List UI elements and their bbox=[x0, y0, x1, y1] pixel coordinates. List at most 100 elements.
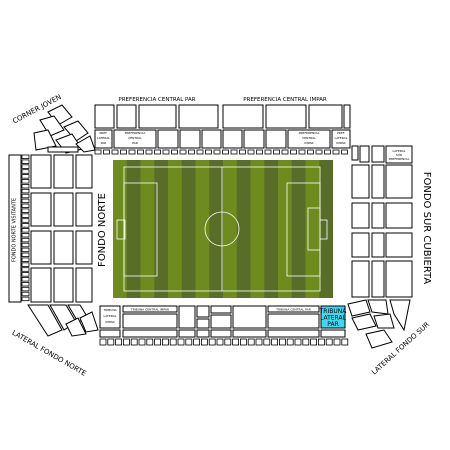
seat-block[interactable] bbox=[193, 338, 201, 346]
section-fondo-sur-b2[interactable] bbox=[371, 202, 385, 229]
seat-block[interactable] bbox=[21, 198, 30, 204]
seat-block[interactable] bbox=[196, 149, 204, 155]
section-pref-lateral-impar[interactable] bbox=[331, 129, 351, 149]
seat-block[interactable] bbox=[171, 149, 178, 155]
seat-block[interactable] bbox=[310, 338, 318, 346]
section-fondo-norte-c4[interactable] bbox=[75, 267, 93, 303]
seat-block[interactable] bbox=[21, 208, 30, 213]
seat-block[interactable] bbox=[298, 149, 306, 155]
section-corner-joven-7[interactable] bbox=[47, 146, 79, 153]
section-fondo-norte-b1[interactable] bbox=[53, 154, 74, 189]
section-fondo-sur-a1[interactable] bbox=[351, 164, 370, 199]
seat-block[interactable] bbox=[145, 149, 153, 155]
section-fondo-norte-visitante[interactable] bbox=[8, 154, 22, 303]
seat-block[interactable] bbox=[21, 154, 30, 159]
section-lateral-fondo-norte-1[interactable] bbox=[27, 304, 63, 337]
seat-block[interactable] bbox=[21, 286, 30, 292]
seat-block[interactable] bbox=[290, 149, 297, 155]
seat-block[interactable] bbox=[21, 228, 30, 233]
seat-block[interactable] bbox=[216, 338, 224, 346]
seat-block[interactable] bbox=[179, 149, 187, 155]
seat-block[interactable] bbox=[169, 338, 177, 346]
seat-block[interactable] bbox=[21, 262, 30, 267]
section-tribuna-row2-1[interactable] bbox=[99, 329, 121, 338]
seat-block[interactable] bbox=[341, 338, 349, 346]
section-lateral-fondo-sur-4[interactable] bbox=[373, 313, 395, 329]
section-pref-upper-5[interactable] bbox=[222, 104, 264, 129]
seat-block[interactable] bbox=[294, 338, 302, 346]
section-tribuna-row2-2[interactable] bbox=[122, 329, 178, 338]
seat-block[interactable] bbox=[21, 164, 30, 169]
seat-block[interactable] bbox=[188, 149, 195, 155]
seat-block[interactable] bbox=[200, 338, 208, 346]
section-pref-central-e[interactable] bbox=[243, 129, 265, 149]
section-fondo-sur-top-3[interactable] bbox=[371, 145, 385, 163]
section-fondo-sur-c4[interactable] bbox=[385, 260, 413, 298]
section-pref-upper-3[interactable] bbox=[138, 104, 177, 129]
section-pref-central-par[interactable] bbox=[113, 129, 157, 149]
section-tribuna-row2-6[interactable] bbox=[232, 329, 267, 338]
section-fondo-sur-b1[interactable] bbox=[371, 164, 385, 199]
seat-block[interactable] bbox=[341, 149, 348, 155]
section-corner-joven-6[interactable] bbox=[75, 135, 96, 153]
seat-block[interactable] bbox=[21, 223, 30, 228]
seat-block[interactable] bbox=[213, 149, 221, 155]
section-fondo-sur-a2[interactable] bbox=[351, 202, 370, 229]
seat-block[interactable] bbox=[137, 149, 144, 155]
section-fondo-norte-b3[interactable] bbox=[53, 230, 74, 265]
seat-block[interactable] bbox=[21, 242, 30, 248]
section-fondo-norte-a2[interactable] bbox=[30, 192, 52, 227]
seat-block[interactable] bbox=[222, 149, 229, 155]
seat-block[interactable] bbox=[21, 247, 30, 253]
section-fondo-sur-a3[interactable] bbox=[351, 232, 370, 258]
section-fondo-sur-c2[interactable] bbox=[385, 202, 413, 229]
section-tribuna-row2-5[interactable] bbox=[210, 329, 232, 338]
section-tribuna-mid-4[interactable] bbox=[210, 305, 232, 314]
seat-block[interactable] bbox=[21, 183, 30, 189]
seat-block[interactable] bbox=[239, 149, 246, 155]
seat-block[interactable] bbox=[21, 277, 30, 282]
seat-block[interactable] bbox=[239, 338, 247, 346]
section-tribuna-mid-5[interactable] bbox=[210, 314, 232, 329]
section-lateral-fondo-sur-1[interactable] bbox=[347, 299, 371, 317]
seat-block[interactable] bbox=[120, 149, 127, 155]
section-lateral-fondo-sur-3[interactable] bbox=[367, 299, 389, 315]
seat-block[interactable] bbox=[21, 179, 30, 184]
section-lateral-fondo-sur-6[interactable] bbox=[365, 329, 393, 349]
section-fondo-norte-c2[interactable] bbox=[75, 192, 93, 227]
seat-block[interactable] bbox=[154, 149, 161, 155]
section-lateral-fondo-sur-2[interactable] bbox=[351, 313, 377, 331]
section-pref-central-b[interactable] bbox=[179, 129, 201, 149]
seat-block[interactable] bbox=[21, 203, 30, 208]
section-pref-upper-2[interactable] bbox=[116, 104, 137, 129]
section-tribuna-row2-7[interactable] bbox=[267, 329, 320, 338]
seat-block[interactable] bbox=[107, 338, 115, 346]
seat-block[interactable] bbox=[247, 149, 255, 155]
section-fondo-sur-top-1[interactable] bbox=[351, 145, 359, 161]
seat-block[interactable] bbox=[317, 338, 325, 346]
seat-block[interactable] bbox=[162, 149, 170, 155]
section-lateral-fondo-sur-5[interactable] bbox=[389, 299, 411, 332]
section-tribuna-lateral-impar[interactable] bbox=[99, 305, 121, 329]
seat-block[interactable] bbox=[315, 149, 323, 155]
section-fondo-sur-a4[interactable] bbox=[351, 260, 370, 298]
section-lateral-sur-preferencia[interactable] bbox=[385, 145, 413, 164]
section-lateral-fondo-norte-5[interactable] bbox=[65, 317, 87, 337]
seat-block[interactable] bbox=[324, 149, 331, 155]
seat-block[interactable] bbox=[21, 252, 30, 257]
section-pref-central-a[interactable] bbox=[157, 129, 179, 149]
section-fondo-norte-a1[interactable] bbox=[30, 154, 52, 189]
seat-block[interactable] bbox=[21, 232, 30, 238]
seat-block[interactable] bbox=[230, 149, 238, 155]
seat-block[interactable] bbox=[21, 218, 30, 223]
seat-block[interactable] bbox=[264, 149, 272, 155]
seat-block[interactable] bbox=[302, 338, 310, 346]
seat-block[interactable] bbox=[99, 338, 107, 346]
section-pref-central-f[interactable] bbox=[265, 129, 287, 149]
section-fondo-sur-c3[interactable] bbox=[385, 232, 413, 258]
seat-block[interactable] bbox=[177, 338, 185, 346]
section-pref-upper-8[interactable] bbox=[343, 104, 351, 129]
seat-block[interactable] bbox=[263, 338, 271, 346]
seat-block[interactable] bbox=[286, 338, 294, 346]
seat-block[interactable] bbox=[281, 149, 289, 155]
